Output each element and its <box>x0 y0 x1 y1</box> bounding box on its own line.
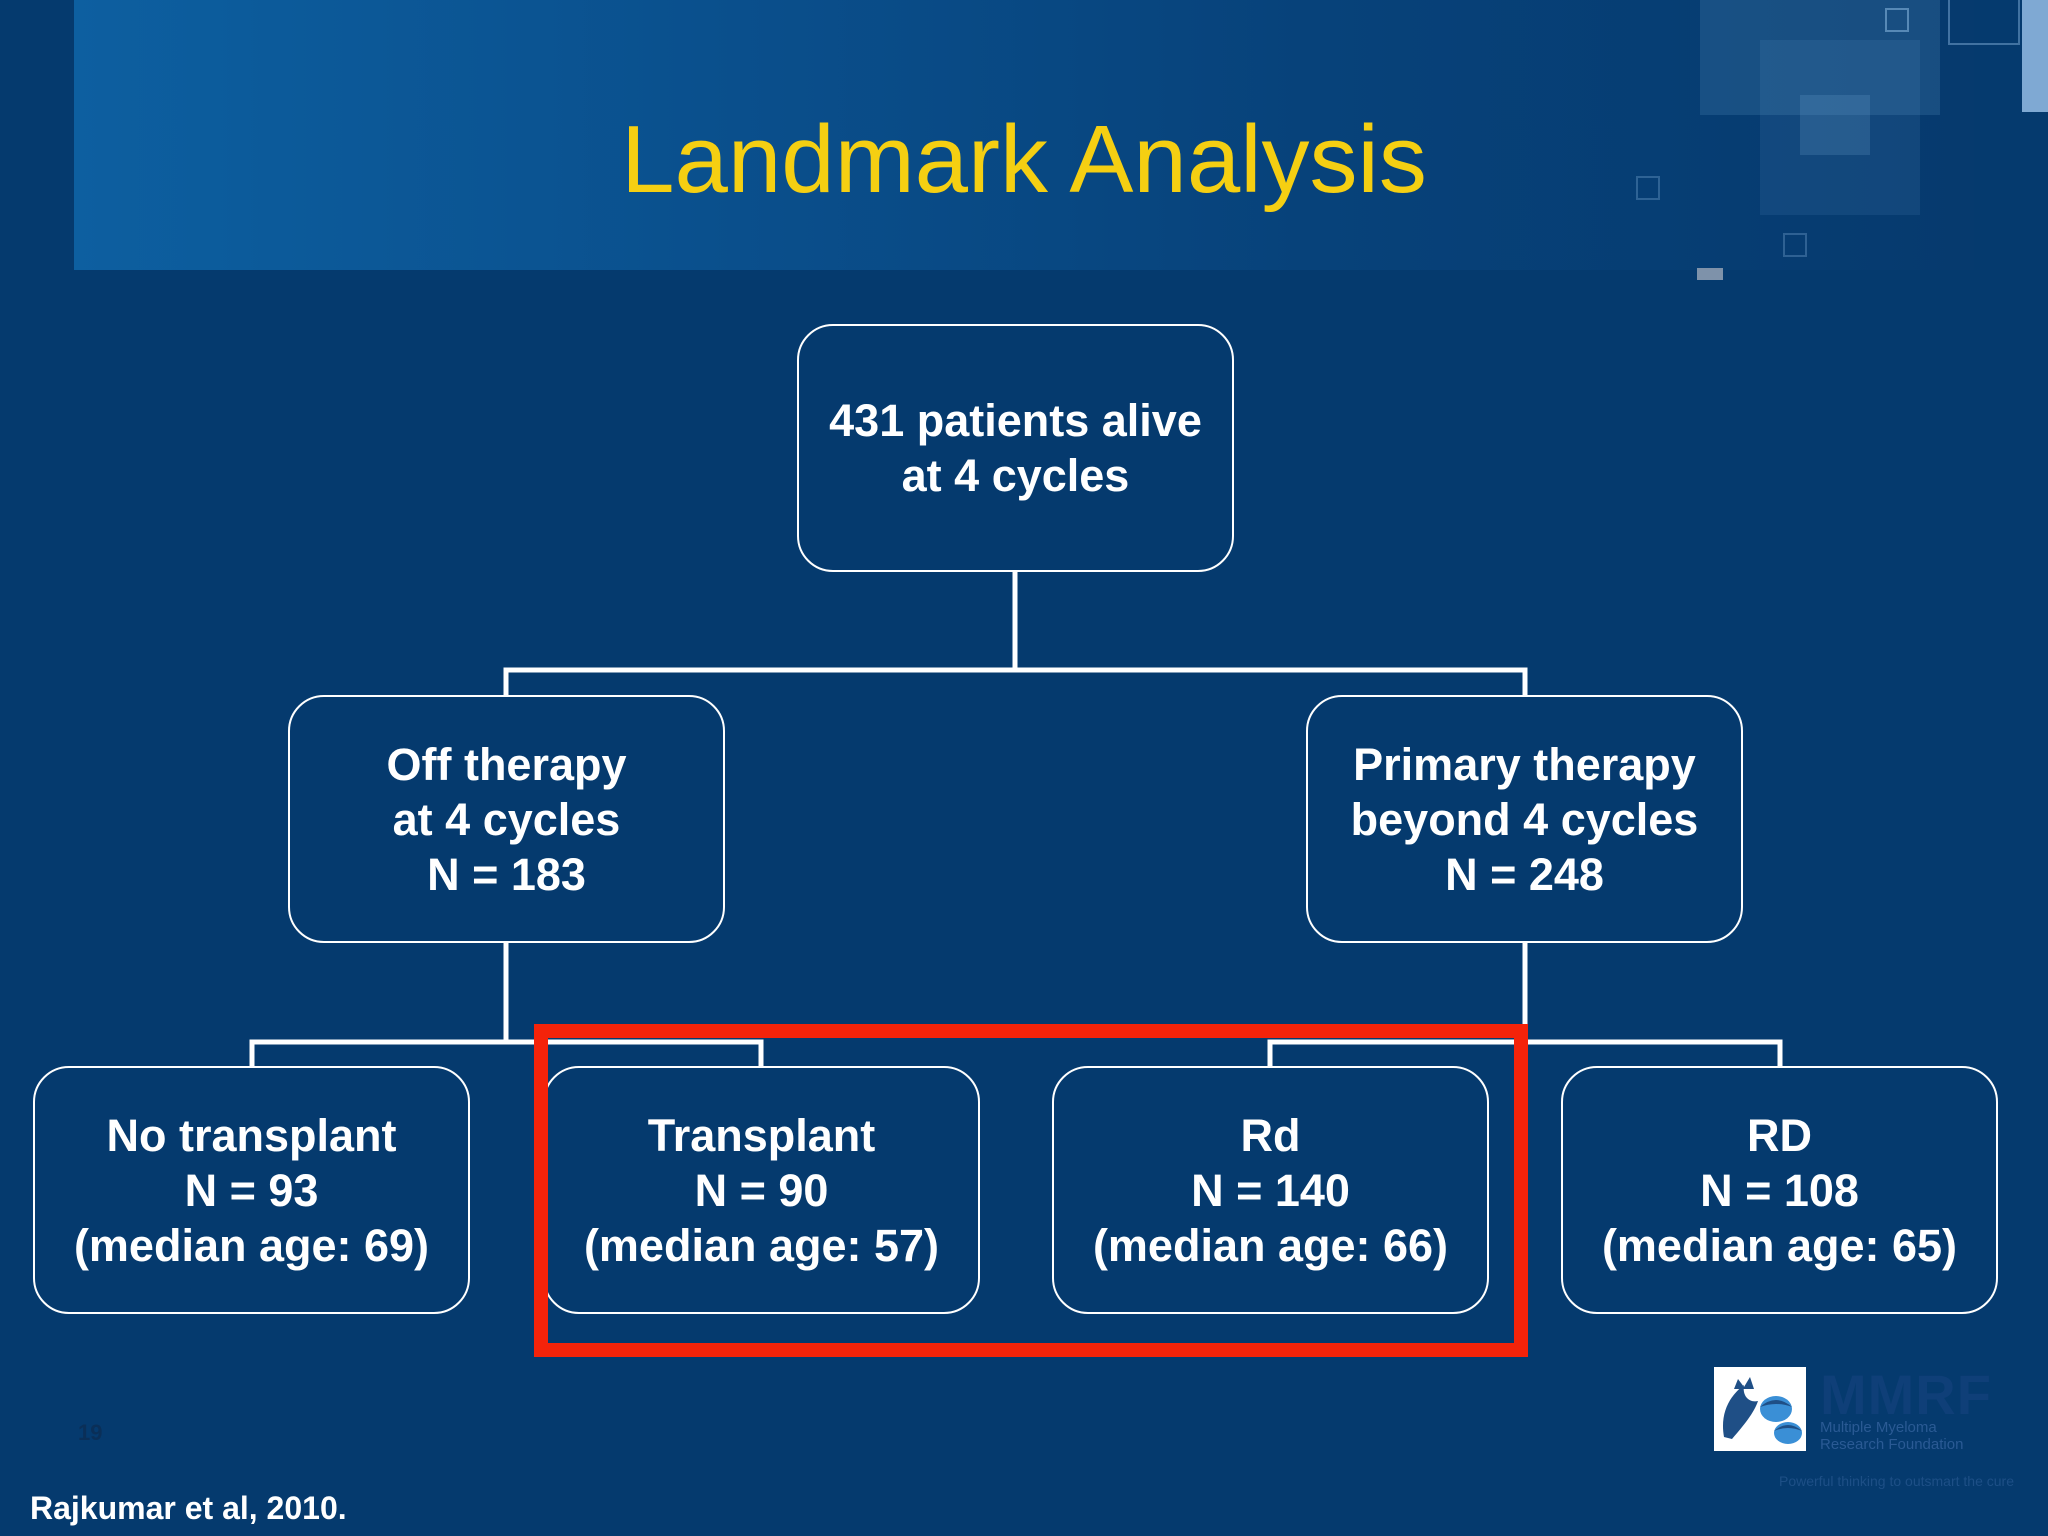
node-count: N = 140 <box>1191 1164 1350 1216</box>
decorative-square-outline <box>1948 0 2020 45</box>
node-median-age: (median age: 57) <box>583 1219 940 1271</box>
node-line: Primary therapy <box>1353 738 1696 790</box>
node-line: beyond 4 cycles <box>1350 793 1699 845</box>
node-median-age: (median age: 66) <box>1092 1219 1449 1271</box>
highlight-box <box>534 1024 1528 1357</box>
decorative-square-outline <box>1783 233 1807 257</box>
node-line: RD <box>1747 1109 1812 1161</box>
decorative-bar <box>2022 0 2048 112</box>
oak-leaf-acorn-icon <box>1714 1367 1806 1451</box>
node-count: N = 90 <box>694 1164 829 1216</box>
decorative-square-outline <box>1636 176 1660 200</box>
no-transplant-node: No transplant N = 93 (median age: 69) <box>33 1066 470 1314</box>
decorative-square <box>1760 40 1920 215</box>
logo-wordmark: MMRF <box>1820 1363 1992 1426</box>
node-median-age: (median age: 65) <box>1601 1219 1958 1271</box>
logo-subtitle: Multiple Myeloma Research Foundation <box>1820 1419 2020 1453</box>
decorative-square-outline <box>1885 8 1909 32</box>
logo-tagline: Powerful thinking to outsmart the cure <box>1778 1473 2014 1489</box>
logo-subtitle-line: Research Foundation <box>1820 1436 1964 1453</box>
node-line: Transplant <box>647 1109 876 1161</box>
node-median-age: (median age: 69) <box>73 1219 430 1271</box>
page-number: 19 <box>78 1420 103 1445</box>
node-line: Rd <box>1240 1109 1301 1161</box>
rd-lower-node: Rd N = 140 (median age: 66) <box>1052 1066 1489 1314</box>
off-therapy-node: Off therapy at 4 cycles N = 183 <box>288 695 725 943</box>
node-count: N = 248 <box>1445 848 1604 900</box>
mmrf-logo: MMRF Multiple Myeloma Research Foundatio… <box>1714 1363 2014 1497</box>
node-count: N = 93 <box>184 1164 319 1216</box>
connector-line <box>503 667 1528 697</box>
transplant-node: Transplant N = 90 (median age: 57) <box>543 1066 980 1314</box>
citation: Rajkumar et al, 2010. <box>30 1490 347 1526</box>
decorative-bar <box>1697 268 1723 280</box>
node-count: N = 108 <box>1700 1164 1859 1216</box>
node-line: at 4 cycles <box>392 793 621 845</box>
decorative-square <box>1700 0 1940 115</box>
root-node: 431 patients alive at 4 cycles <box>797 324 1234 572</box>
node-line: No transplant <box>106 1109 397 1161</box>
decorative-square <box>1800 95 1870 155</box>
node-line: 431 patients alive <box>829 395 1202 446</box>
node-count: N = 183 <box>427 848 586 900</box>
connector-line <box>249 1039 764 1068</box>
slide-title: Landmark Analysis <box>621 106 1427 213</box>
logo-subtitle-line: Multiple Myeloma <box>1820 1419 1937 1436</box>
node-line: Off therapy <box>386 738 627 790</box>
header-band <box>74 0 1974 270</box>
primary-therapy-node: Primary therapy beyond 4 cycles N = 248 <box>1306 695 1743 943</box>
node-line: at 4 cycles <box>901 450 1130 501</box>
rd-upper-node: RD N = 108 (median age: 65) <box>1561 1066 1998 1314</box>
